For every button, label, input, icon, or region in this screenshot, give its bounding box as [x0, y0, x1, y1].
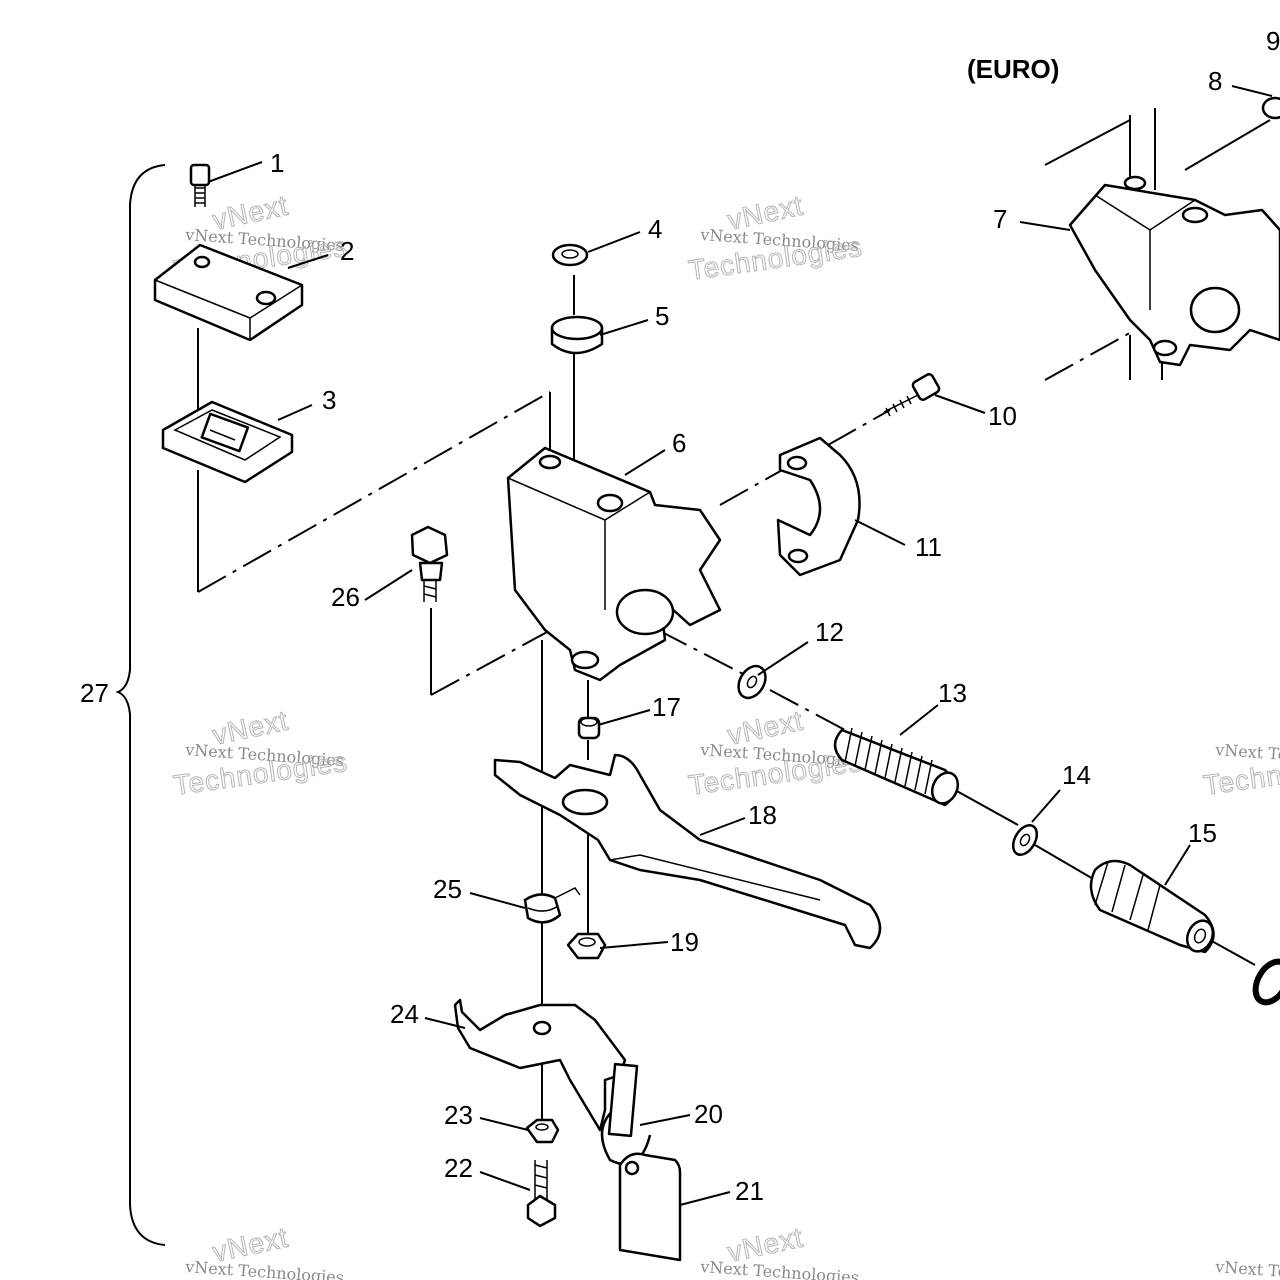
part-screw-1	[189, 163, 211, 207]
part-master-cylinder	[506, 446, 722, 682]
part-euro-master-cylinder	[1068, 175, 1280, 367]
watermark-text: vNext Technologies	[184, 1257, 345, 1280]
callout-label: 1	[270, 148, 284, 178]
part-brake-lever	[493, 753, 882, 950]
watermark-text: vNext Technologies	[1214, 1257, 1280, 1280]
watermark: vNext vNext Technologies	[184, 1221, 345, 1280]
callout-label: 9	[1266, 26, 1280, 56]
callout-label: 17	[652, 692, 681, 722]
part-piston	[1089, 859, 1215, 954]
part-switch-bracket	[453, 998, 639, 1138]
part-washer-12	[737, 664, 767, 700]
watermark: vNext vNext Technologies Technologies	[171, 704, 350, 801]
section-label-euro: (EURO)	[967, 54, 1059, 84]
callout-label: 18	[748, 800, 777, 830]
callout-label: 4	[648, 214, 662, 244]
part-spring-25	[523, 887, 581, 924]
watermark-layer: vNext vNext Technologies Technologies vN…	[171, 189, 1280, 1280]
watermark: vNext Technologies	[1214, 1257, 1280, 1280]
part-diaphragm	[161, 400, 294, 484]
callout-label: 22	[444, 1153, 473, 1183]
part-washer-4	[551, 243, 589, 267]
part-spring-13	[833, 727, 960, 807]
part-washer-14	[1011, 824, 1039, 856]
assembly-bracket	[115, 164, 166, 1246]
part-reservoir-cover	[153, 243, 304, 342]
part-bolt-10	[883, 373, 941, 417]
part-nut-23	[525, 1118, 560, 1144]
callout-label: 13	[938, 678, 967, 708]
part-seal-16	[1252, 958, 1280, 1006]
callout-label: 5	[655, 301, 669, 331]
callout-label: 3	[322, 385, 336, 415]
part-bolt-8	[1261, 96, 1280, 120]
part-clamp	[776, 436, 861, 577]
callout-label: 15	[1188, 818, 1217, 848]
part-tag	[618, 1152, 682, 1262]
callout-label: 23	[444, 1100, 473, 1130]
part-bolt-22	[526, 1160, 557, 1228]
bracket-label: 27	[80, 678, 109, 708]
watermark: vNext vNext Technologies Technologies	[686, 189, 865, 286]
callout-label: 10	[988, 401, 1017, 431]
watermark-text: vNext Technologies	[699, 1257, 860, 1280]
part-nut-19	[566, 932, 607, 960]
callout-label: 2	[340, 236, 354, 266]
part-bolt-26	[410, 525, 449, 602]
callout-label: 20	[694, 1099, 723, 1129]
callout-label: 8	[1208, 66, 1222, 96]
callout-label: 14	[1062, 760, 1091, 790]
callout-label: 12	[815, 617, 844, 647]
callout-label: 21	[735, 1176, 764, 1206]
callout-label: 7	[993, 204, 1007, 234]
part-bushing-17	[577, 716, 601, 740]
callout-label: 11	[915, 532, 942, 562]
watermark: vNext vNext Technologies	[699, 1221, 860, 1280]
callout-label: 19	[670, 927, 699, 957]
assembly-lines	[197, 108, 1271, 1122]
callout-label: 6	[672, 428, 686, 458]
watermark: vNext Technologies Technologies	[1201, 740, 1280, 801]
leader-lines	[207, 85, 1273, 1206]
callout-label: 25	[433, 874, 462, 904]
callout-label: 26	[331, 582, 360, 612]
part-plug-5	[550, 315, 604, 355]
callout-label: 24	[390, 999, 419, 1029]
